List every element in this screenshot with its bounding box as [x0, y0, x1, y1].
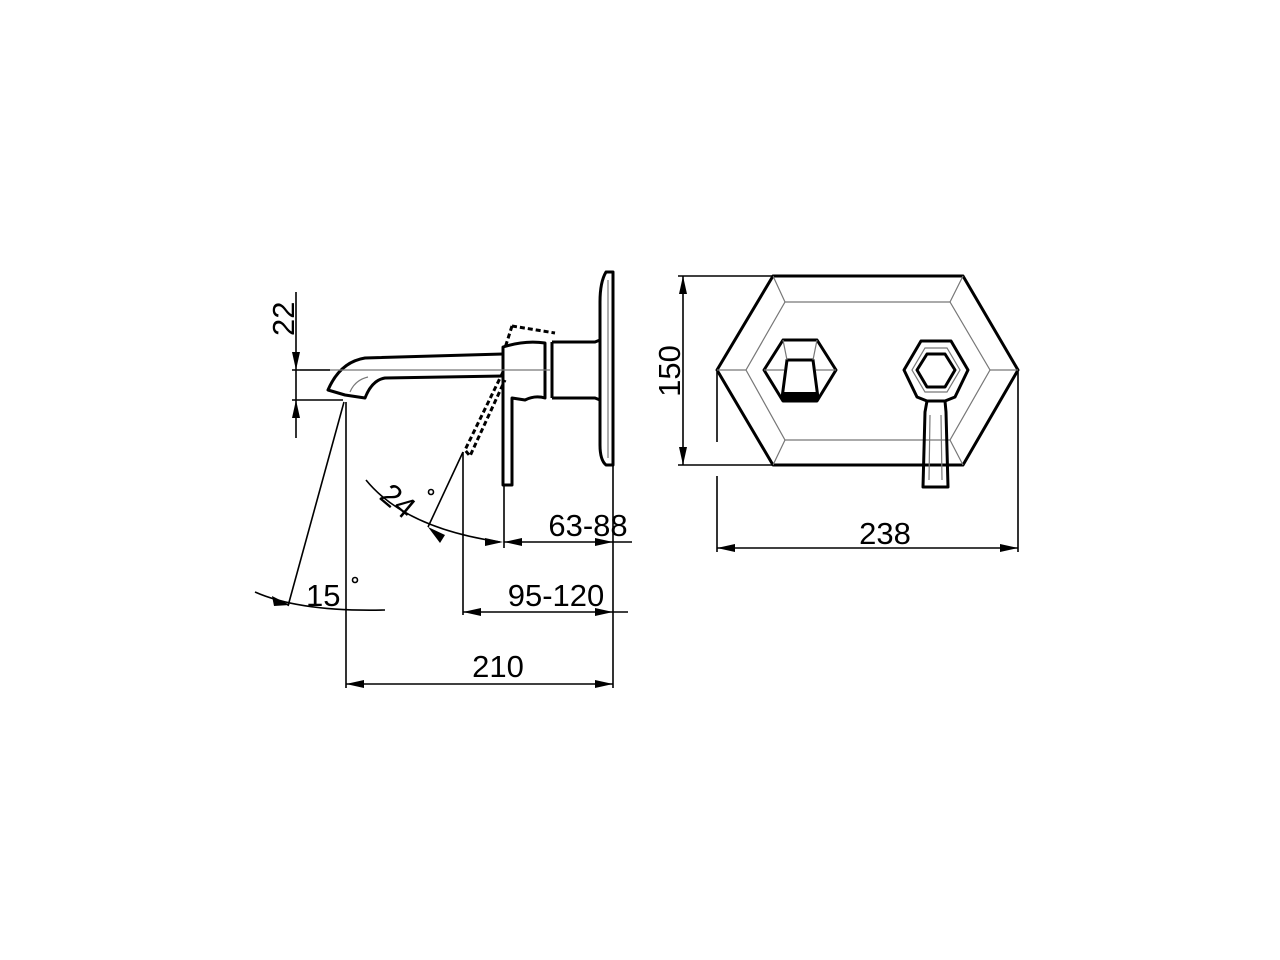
- hexagonal-plate: [715, 274, 1020, 467]
- spout: [326, 352, 504, 400]
- dim-150: 150: [652, 345, 687, 397]
- lever-alternate-position: [463, 324, 556, 459]
- dim-22: 22: [266, 302, 301, 336]
- dim-63-88: 63-88: [548, 508, 627, 543]
- mixer-body: [543, 338, 601, 402]
- side-view: 22 15 24 63-88 95-120 210: [254, 270, 632, 688]
- mixer-lever: [902, 339, 970, 489]
- dim-15: 15: [306, 578, 340, 613]
- dim-238: 238: [859, 516, 911, 551]
- degree-mark: [351, 576, 359, 584]
- degree-mark: [427, 488, 435, 496]
- lever-body: [501, 340, 547, 487]
- front-view: 150 238: [652, 274, 1020, 552]
- wall-plate: [598, 270, 615, 467]
- dim-95-120: 95-120: [508, 578, 605, 613]
- diverter-knob: [762, 338, 838, 403]
- dim-210: 210: [472, 649, 524, 684]
